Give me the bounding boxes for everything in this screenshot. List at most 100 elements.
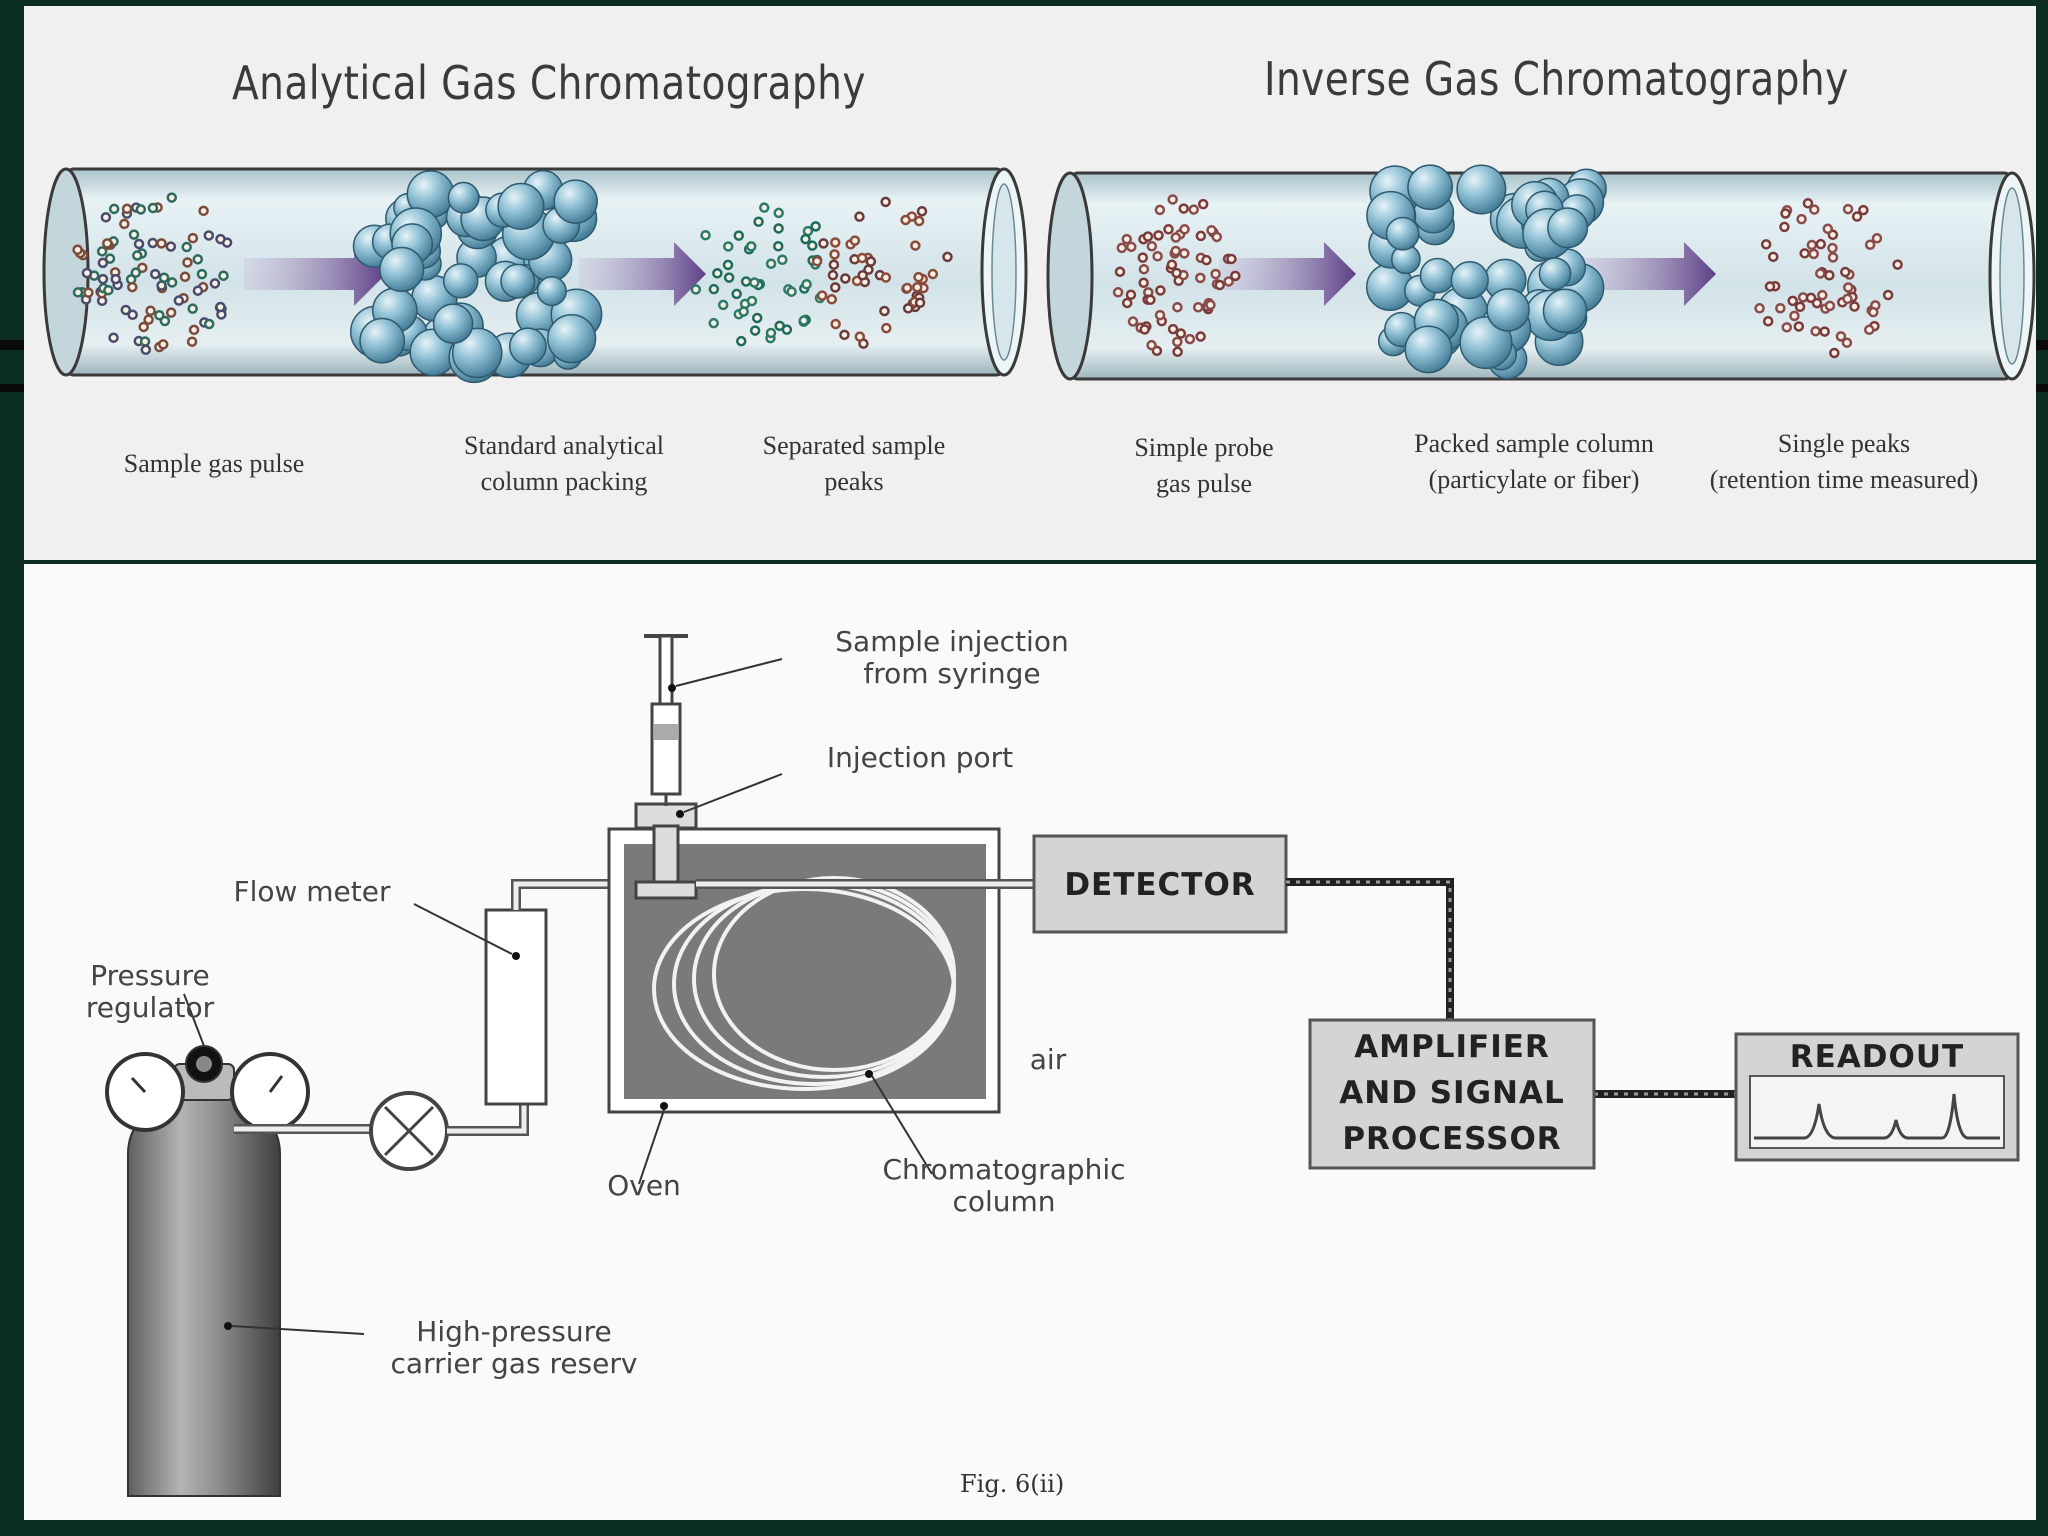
molecule-dot xyxy=(733,230,745,241)
label-line: Oven xyxy=(607,1169,681,1202)
label-line: from syringe xyxy=(863,657,1041,690)
molecule-dot xyxy=(1139,324,1150,335)
molecule-dot xyxy=(1142,231,1154,242)
label-line: Chromatographic xyxy=(882,1153,1126,1186)
molecule-dot xyxy=(1822,223,1834,235)
molecule-dot xyxy=(810,221,821,232)
molecule-dot xyxy=(1815,238,1827,250)
molecule-dot xyxy=(723,272,735,283)
molecule-dot xyxy=(1806,239,1818,251)
pressure-regulator xyxy=(105,993,310,1132)
molecule-dot xyxy=(165,241,177,252)
molecule-dot xyxy=(154,309,165,321)
molecule-dot xyxy=(1154,309,1166,321)
gas-cylinder xyxy=(127,1092,365,1497)
packing-bead xyxy=(1419,257,1456,294)
packing-bead xyxy=(442,263,479,299)
packing-bead xyxy=(359,317,406,364)
molecule-dot xyxy=(1146,241,1158,252)
molecule-dot xyxy=(854,211,865,222)
left-edge-bar-1 xyxy=(0,340,24,350)
molecule-dot xyxy=(1184,333,1196,345)
molecule-dot xyxy=(1793,321,1805,332)
molecule-dot xyxy=(1172,336,1183,348)
molecule-dot xyxy=(1827,252,1839,263)
molecule-dot xyxy=(765,327,777,339)
molecule-dot xyxy=(192,254,204,265)
packing-bead xyxy=(508,327,547,366)
box-label-line: READOUT xyxy=(1789,1039,1965,1075)
molecule-dot xyxy=(72,244,83,256)
readout-trace xyxy=(1754,1093,2000,1140)
molecule-dot xyxy=(1842,282,1854,293)
molecule-dot xyxy=(1155,285,1166,296)
molecule-dot xyxy=(740,276,752,287)
packing-bead xyxy=(1542,288,1588,334)
molecule-dot xyxy=(1214,279,1226,291)
molecule-dot xyxy=(1819,326,1830,337)
molecule-dot xyxy=(731,288,742,300)
molecule-dot xyxy=(816,290,828,301)
label-line: column xyxy=(952,1185,1056,1218)
flow-arrow-4 xyxy=(1574,242,1716,306)
molecule-dot xyxy=(800,233,811,245)
molecule-dot xyxy=(880,272,892,283)
molecule-dot xyxy=(188,324,200,336)
packing-bead xyxy=(447,181,480,214)
label-carrier-gas-reservoir: High-pressure carrier gas reserv xyxy=(344,1316,684,1380)
caption-line: Sample gas pulse xyxy=(123,449,305,478)
packing-bead xyxy=(1404,325,1453,374)
molecule-dot xyxy=(128,229,140,240)
molecule-dot xyxy=(121,203,133,215)
molecule-dot xyxy=(158,272,170,283)
caption-single-peaks: Single peaks (retention time measured) xyxy=(1674,426,2014,498)
molecule-dot xyxy=(147,237,158,249)
molecule-dot xyxy=(186,336,198,347)
molecule-dot xyxy=(881,322,892,334)
molecule-dot xyxy=(807,240,818,251)
molecule-dot xyxy=(1116,242,1128,254)
molecule-dot xyxy=(139,336,151,347)
molecule-dot xyxy=(1210,268,1221,280)
signal-cables xyxy=(1286,878,1736,1098)
molecule-dot xyxy=(865,256,877,267)
packing-bead xyxy=(536,276,567,307)
molecule-dot xyxy=(1154,204,1166,216)
molecule-dot xyxy=(127,281,138,293)
caption-line: (particylate or fiber) xyxy=(1428,465,1640,494)
molecule-dot xyxy=(96,246,108,257)
packing-bead xyxy=(497,182,545,230)
molecule-dot xyxy=(722,259,734,271)
label-flow-meter: Flow meter xyxy=(202,876,422,908)
packing-beads xyxy=(349,164,1607,384)
molecule-dot xyxy=(1824,300,1836,312)
label-chromatographic-column: Chromatographic column xyxy=(834,1154,1174,1218)
molecule-dot xyxy=(830,237,841,248)
caption-line: gas pulse xyxy=(1155,469,1253,498)
caption-line: Separated sample xyxy=(762,431,946,460)
molecule-dot xyxy=(203,318,215,330)
packing-bead xyxy=(547,314,597,364)
molecule-dot xyxy=(1138,263,1150,275)
caption-probe-gas-pulse: Simple probe gas pulse xyxy=(1074,430,1334,502)
molecule-dot xyxy=(72,287,84,298)
molecule-dot xyxy=(1206,224,1217,236)
molecule-dot xyxy=(751,312,763,324)
molecule-dot xyxy=(149,268,161,280)
molecule-dot xyxy=(773,241,784,252)
molecule-dot xyxy=(723,241,734,252)
inverse-gc-title: Inverse Gas Chromatography xyxy=(1264,52,1849,106)
molecule-dot xyxy=(879,305,890,317)
molecule-dot xyxy=(182,257,193,268)
amplifier-box xyxy=(1308,1018,1596,1170)
packing-bead xyxy=(1547,207,1589,249)
molecule-dot xyxy=(1201,254,1212,266)
molecule-dot xyxy=(1841,337,1853,348)
molecule-dot xyxy=(1138,277,1149,289)
right-edge-bar-1 xyxy=(2036,340,2048,350)
molecule-dot xyxy=(916,205,928,217)
right-edge-bar-2 xyxy=(2036,384,2048,392)
molecule-dot xyxy=(1760,239,1772,250)
box-label-line: PROCESSOR xyxy=(1342,1121,1562,1157)
label-air: air xyxy=(1008,1044,1088,1076)
